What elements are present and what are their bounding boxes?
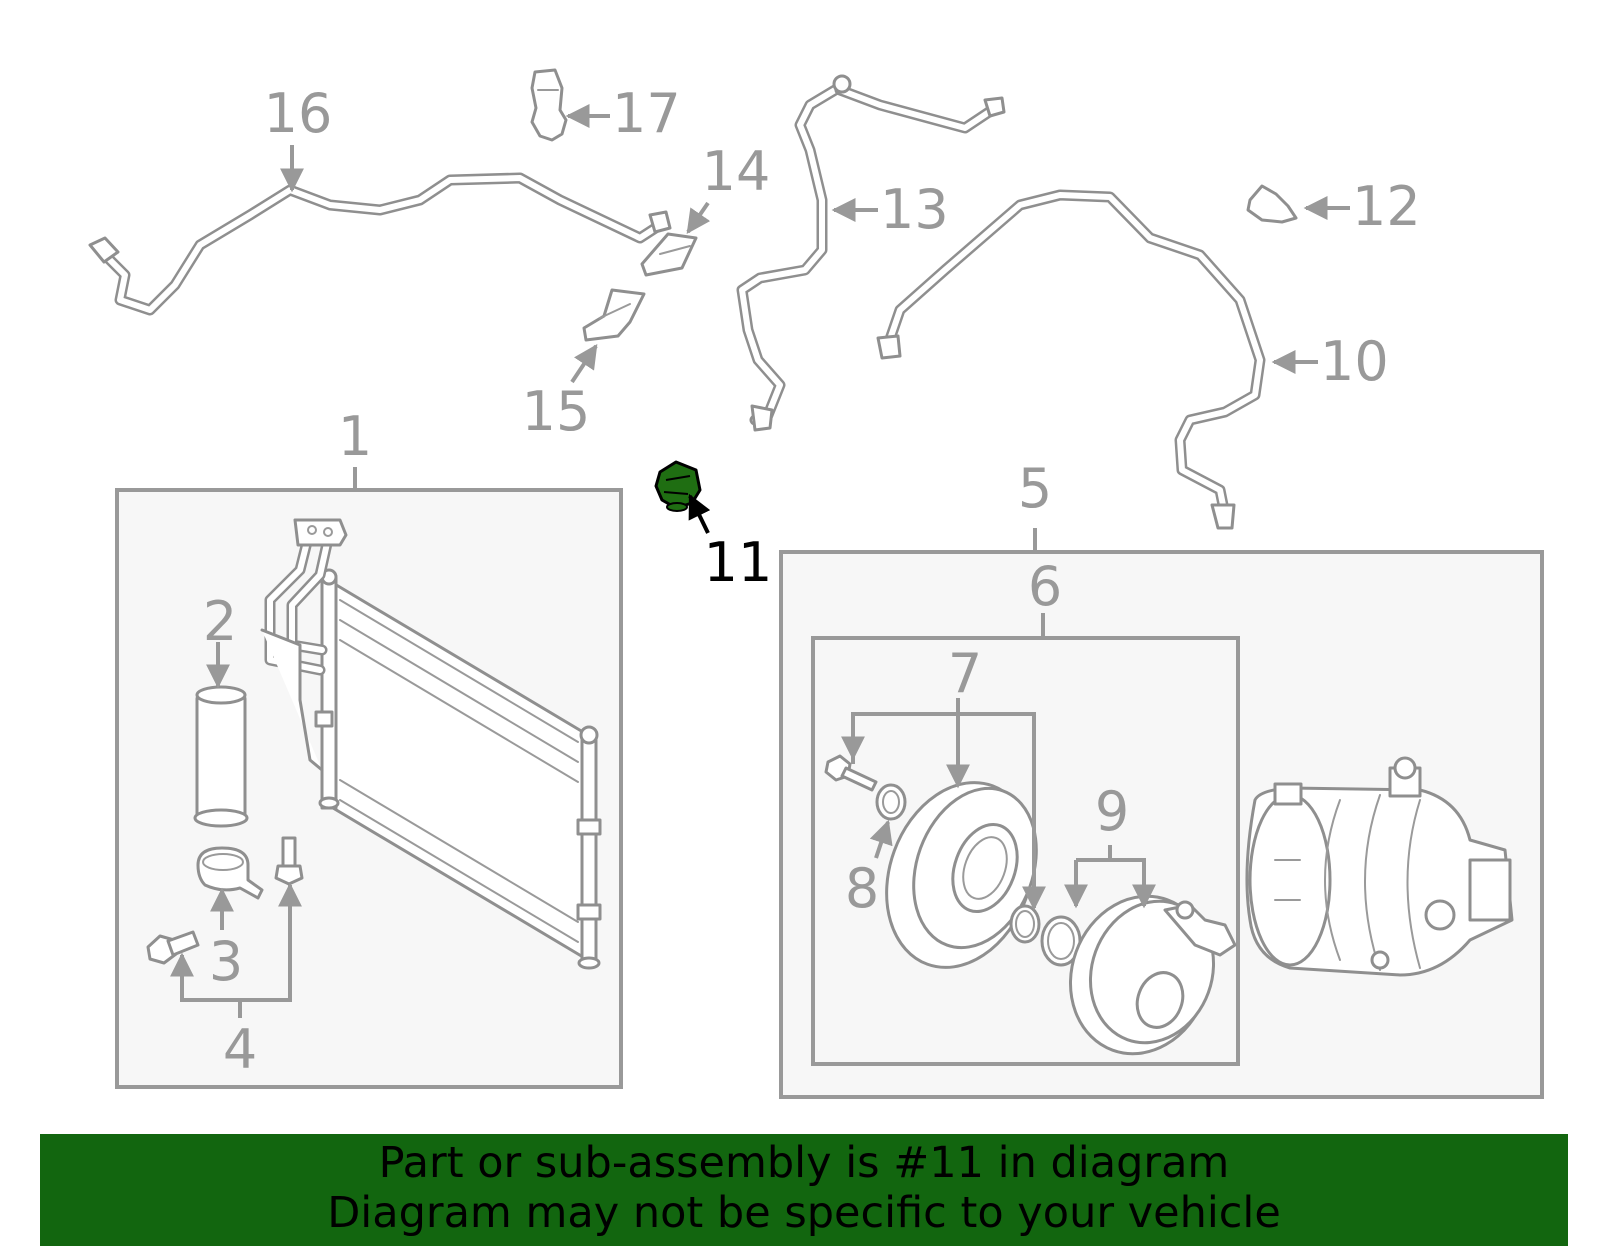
clip-part-15[interactable] [582, 288, 646, 342]
bolt-part-4[interactable] [146, 930, 200, 965]
callout-6: 6 [1028, 555, 1062, 618]
callout-8: 8 [845, 857, 879, 920]
callout-7: 7 [948, 642, 982, 705]
bracket-part-3[interactable] [196, 846, 264, 900]
callout-1: 1 [338, 405, 372, 468]
pressure-switch-part-17[interactable] [530, 68, 568, 142]
callout-2: 2 [203, 590, 237, 653]
condenser-part-1[interactable] [260, 518, 602, 970]
clip-part-14[interactable] [640, 232, 698, 277]
cap-part-12[interactable] [1246, 184, 1298, 224]
bolt-part-7[interactable] [824, 754, 878, 792]
parts-diagram: 1 2 3 4 16 17 14 15 13 [88, 68, 1544, 1099]
condenser-group: 1 2 3 4 [115, 405, 623, 1089]
callout-17: 17 [612, 82, 681, 145]
banner-line-2: Diagram may not be specific to your vehi… [327, 1188, 1281, 1238]
callout-3: 3 [209, 930, 243, 993]
field-coil-part-9[interactable] [1049, 877, 1237, 1074]
callout-12: 12 [1352, 175, 1421, 238]
callout-13: 13 [880, 178, 949, 241]
callout-15: 15 [522, 380, 591, 443]
suction-hose-part-10[interactable] [876, 189, 1266, 530]
callout-16: 16 [264, 82, 333, 145]
info-banner: Part or sub-assembly is #11 in diagram D… [40, 1134, 1568, 1246]
liquid-line-part-16[interactable] [88, 172, 672, 316]
compressor-group: 5 6 [779, 457, 1544, 1099]
callout-5: 5 [1018, 457, 1052, 520]
callout-9: 9 [1095, 780, 1129, 843]
stud-part-4[interactable] [274, 836, 304, 886]
receiver-drier-part-2[interactable] [193, 685, 249, 828]
callout-10: 10 [1320, 330, 1389, 393]
callout-11: 11 [704, 531, 773, 594]
callout-4: 4 [223, 1018, 257, 1081]
banner-line-1: Part or sub-assembly is #11 in diagram [378, 1138, 1230, 1188]
discharge-hose-part-13[interactable] [736, 74, 1006, 432]
shim-part-8[interactable] [875, 783, 907, 821]
callout-14: 14 [702, 140, 771, 203]
compressor-part-5[interactable] [1245, 756, 1514, 977]
